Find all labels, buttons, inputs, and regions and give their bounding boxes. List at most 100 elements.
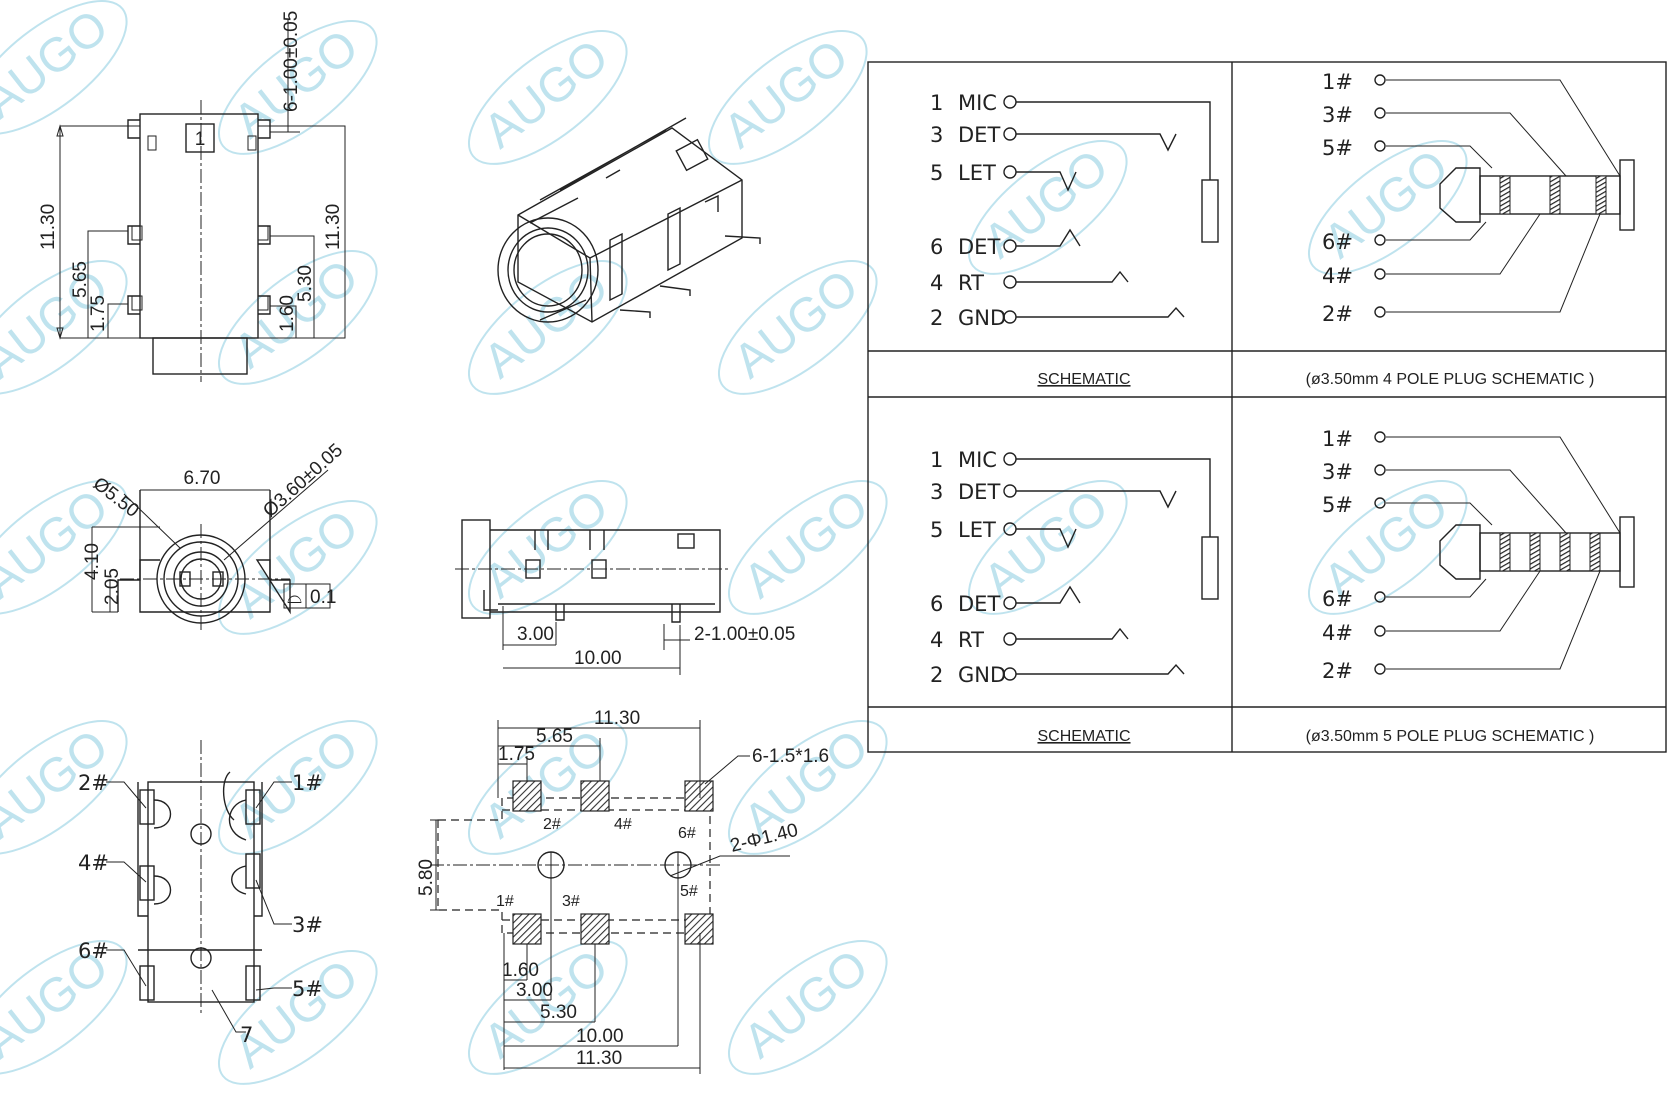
- pcb-dim-b-10-00: 10.00: [576, 1026, 624, 1047]
- plug-label-6: 6#: [1322, 230, 1353, 254]
- pin-name-gnd: GND: [958, 306, 1006, 330]
- top-view-pitch: 6-1.00±0.05: [281, 11, 302, 112]
- schematic-caption: SCHEMATIC: [1037, 371, 1130, 388]
- plug-label-3: 3#: [1322, 103, 1353, 127]
- plug-tip: [1439, 167, 1481, 223]
- plug-leader-line: [1386, 502, 1493, 526]
- pcb-pad-label-4: 4#: [614, 816, 632, 833]
- plug-label-4: 4#: [1322, 621, 1353, 645]
- schematic-wire: [1016, 528, 1077, 549]
- pin-terminal-icon: [1003, 522, 1017, 536]
- plug-band: [1549, 175, 1561, 215]
- schematic-wire: [1016, 627, 1129, 640]
- plug-label-2: 2#: [1322, 302, 1353, 326]
- pin-name-mic: MIC: [958, 91, 997, 115]
- plug-terminal-icon: [1374, 431, 1386, 443]
- pin-name-mic: MIC: [958, 448, 997, 472]
- pcb-dim-height: 5.80: [416, 859, 437, 896]
- plug-label-1: 1#: [1322, 427, 1353, 451]
- pin-name-let: LET: [958, 518, 996, 542]
- bottom-view-label-3: 3#: [292, 913, 323, 937]
- bottom-view-label-1: 1#: [292, 771, 323, 795]
- side-view-pitch: 2-1.00±0.05: [694, 624, 795, 645]
- pcb-pad-label-2: 2#: [543, 816, 561, 833]
- plug-leader-line: [1386, 145, 1493, 169]
- pin-terminal-icon: [1003, 95, 1017, 109]
- schematic-wire: [1016, 228, 1081, 247]
- pin-name-det: DET: [958, 592, 1000, 616]
- pin-name-gnd: GND: [958, 663, 1006, 687]
- pcb-dim-b-3-00: 3.00: [516, 980, 553, 1001]
- schematic-wire: [1016, 101, 1211, 180]
- schematic-wire: [1016, 458, 1211, 537]
- top-view-d530: 5.30: [295, 265, 316, 302]
- schematic-contact-icon: [1201, 536, 1219, 600]
- schematic-table: [867, 61, 1667, 753]
- pin-terminal-icon: [1003, 239, 1017, 253]
- pin-name-det: DET: [958, 480, 1000, 504]
- plug-band: [1499, 175, 1511, 215]
- pcb-pad-label-6: 6#: [678, 825, 696, 842]
- front-view-height: 4.10: [82, 543, 103, 580]
- plug-label-4: 4#: [1322, 264, 1353, 288]
- plug-label-5: 5#: [1322, 136, 1353, 160]
- pin-terminal-icon: [1003, 632, 1017, 646]
- plug-collar: [1619, 159, 1635, 231]
- plug-band: [1499, 532, 1511, 572]
- plug-terminal-icon: [1374, 306, 1386, 318]
- schematic-wire: [1016, 306, 1185, 318]
- pin-terminal-icon: [1003, 452, 1017, 466]
- plug-terminal-icon: [1374, 140, 1386, 152]
- plug-terminal-icon: [1374, 591, 1386, 603]
- front-view-center: 2.05: [102, 568, 123, 605]
- top-view-length-right: 11.30: [323, 204, 344, 250]
- plug-schematic-caption: (ø3.50mm 5 POLE PLUG SCHEMATIC ): [1306, 728, 1595, 745]
- pin-terminal-icon: [1003, 484, 1017, 498]
- pin-terminal-icon: [1003, 275, 1017, 289]
- pin-num-6: 6: [930, 592, 943, 616]
- plug-terminal-icon: [1374, 234, 1386, 246]
- bottom-view-label-5: 5#: [292, 977, 323, 1001]
- plug-leader-line: [1386, 570, 1541, 632]
- plug-leader-line: [1386, 436, 1621, 534]
- plug-band: [1529, 532, 1541, 572]
- plug-leader-line: [1386, 570, 1601, 670]
- front-view-tolerance-value: 0.1: [310, 587, 336, 608]
- top-view-pin-label: 1: [195, 129, 206, 150]
- plug-terminal-icon: [1374, 74, 1386, 86]
- pin-terminal-icon: [1003, 127, 1017, 141]
- pin-name-det: DET: [958, 123, 1000, 147]
- top-view-length-left: 11.30: [38, 204, 59, 250]
- schematic-wire: [1016, 171, 1077, 192]
- schematic-wire: [1016, 663, 1185, 675]
- front-view-outer-dia: Ø5.50: [89, 473, 143, 521]
- plug-leader-line: [1386, 578, 1487, 598]
- pin-num-3: 3: [930, 123, 943, 147]
- plug-label-5: 5#: [1322, 493, 1353, 517]
- pin-num-5: 5: [930, 161, 943, 185]
- side-view: 3.00 10.00 2-1.00±0.05: [455, 519, 795, 675]
- plug-label-6: 6#: [1322, 587, 1353, 611]
- pin-name-rt: RT: [958, 271, 984, 295]
- pin-num-2: 2: [930, 306, 943, 330]
- plug-label-1: 1#: [1322, 70, 1353, 94]
- plug-leader-line: [1386, 221, 1487, 241]
- plug-label-3: 3#: [1322, 460, 1353, 484]
- schematic-caption: SCHEMATIC: [1037, 728, 1130, 745]
- schematic-wire: [1016, 490, 1177, 509]
- pcb-dim-top-1-75: 1.75: [498, 744, 535, 765]
- bottom-view-label-7: 7: [240, 1023, 253, 1047]
- plug-band: [1595, 175, 1607, 215]
- bottom-view-label-4: 4#: [78, 851, 109, 875]
- plug-terminal-icon: [1374, 625, 1386, 637]
- pcb-pad-label-3: 3#: [562, 893, 580, 910]
- pin-num-4: 4: [930, 628, 943, 652]
- front-view: 6.70 4.10 2.05 Ø5.50 Ø3.60±0.05 ⌓ 0.1: [82, 440, 347, 632]
- pin-num-3: 3: [930, 480, 943, 504]
- plug-terminal-icon: [1374, 497, 1386, 509]
- schematic-wire: [1016, 585, 1081, 604]
- top-view-d160: 1.60: [277, 295, 298, 332]
- pin-name-det: DET: [958, 235, 1000, 259]
